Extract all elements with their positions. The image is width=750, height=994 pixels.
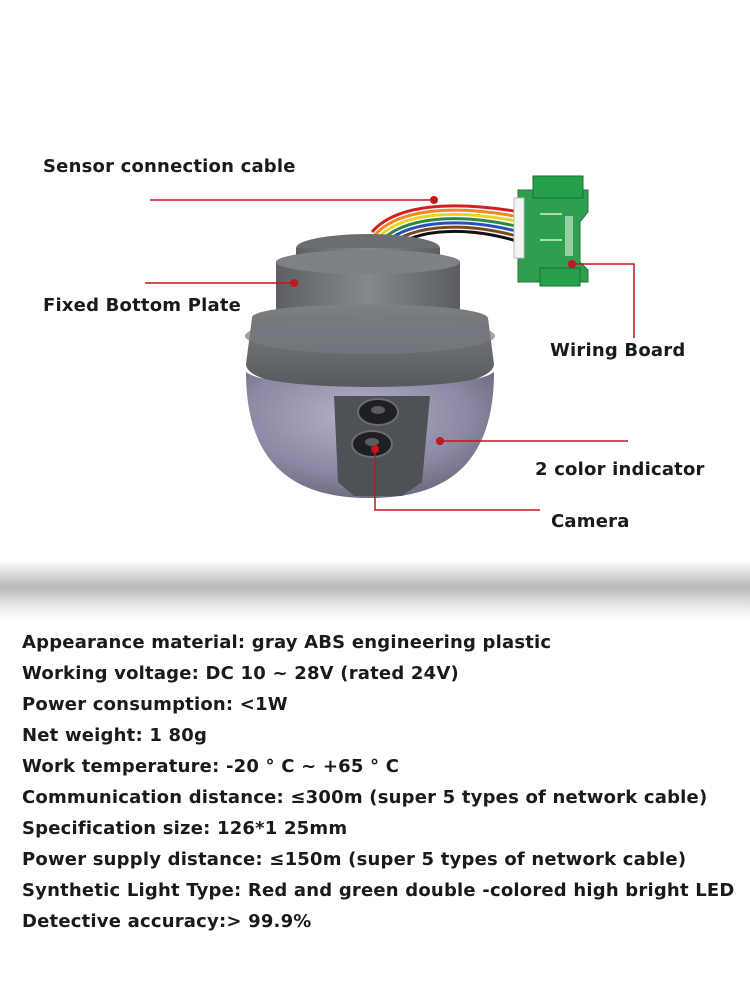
wiring-board: [513, 175, 589, 287]
callout-indicator: 2 color indicator: [535, 459, 705, 480]
spec-item-voltage: Working voltage: DC 10 ~ 28V (rated 24V): [22, 663, 459, 684]
leader-dots: [290, 196, 576, 453]
product-diagram: Sensor connection cable Fixed Bottom Pla…: [43, 156, 705, 532]
spec-item-comm-distance: Communication distance: ≤300m (super 5 t…: [22, 787, 708, 808]
leader-lines: [145, 199, 635, 511]
callout-wiring-board: Wiring Board: [550, 340, 686, 361]
fixed-bottom-plate: [276, 234, 460, 320]
spec-item-supply-distance: Power supply distance: ≤150m (super 5 ty…: [22, 849, 687, 870]
spec-list: Appearance material: gray ABS engineerin…: [22, 627, 742, 937]
spec-item-material: Appearance material: gray ABS engineerin…: [22, 632, 552, 653]
callout-camera: Camera: [551, 511, 630, 532]
wiring-board-leader: [572, 263, 635, 338]
spec-item-power: Power consumption: <1W: [22, 694, 288, 715]
section-divider-shadow: [0, 560, 750, 620]
spec-item-light-type: Synthetic Light Type: Red and green doub…: [22, 880, 735, 901]
sensor-housing: [245, 304, 495, 498]
spec-item-temperature: Work temperature: -20 ° C ~ +65 ° C: [22, 756, 400, 777]
spec-item-accuracy: Detective accuracy:> 99.9%: [22, 911, 312, 932]
callout-sensor-cable: Sensor connection cable: [43, 156, 296, 177]
camera-leader: [374, 449, 540, 511]
sensor-illustration: [145, 175, 635, 511]
callout-bottom-plate: Fixed Bottom Plate: [43, 295, 242, 316]
spec-item-weight: Net weight: 1 80g: [22, 725, 208, 746]
spec-item-size: Specification size: 126*1 25mm: [22, 818, 348, 839]
